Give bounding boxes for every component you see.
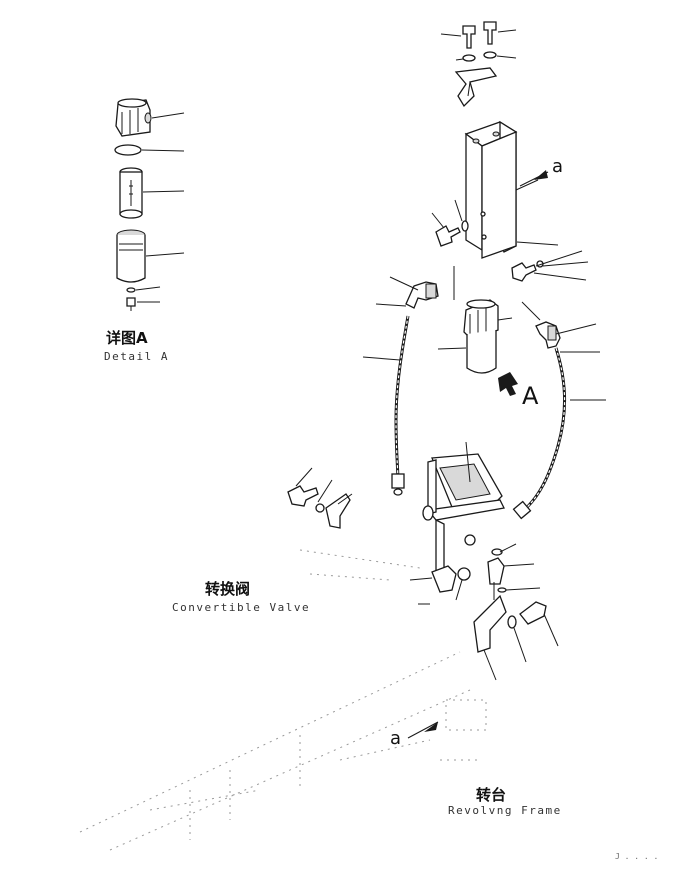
revolving-frame-outline bbox=[79, 549, 487, 851]
arrow-a-top bbox=[519, 170, 549, 187]
frame-subtitle: Revolvng Frame bbox=[448, 804, 562, 817]
detail-a-title: 详图A bbox=[106, 329, 148, 347]
view-a-label: A bbox=[522, 382, 539, 410]
bracket-bolts-right bbox=[511, 241, 589, 282]
valve-fittings bbox=[409, 534, 476, 601]
left-bolt-assembly bbox=[287, 467, 353, 529]
filter-head bbox=[115, 98, 152, 137]
filter-case bbox=[116, 229, 146, 283]
view-a-arrow bbox=[498, 372, 518, 396]
lower-bracket bbox=[473, 594, 507, 681]
leader-line bbox=[145, 252, 185, 257]
detail-a-subtitle: Detail A bbox=[104, 350, 169, 363]
hose-right bbox=[512, 347, 606, 520]
reference-marks bbox=[418, 266, 495, 605]
leader-line bbox=[135, 286, 161, 291]
elbow-fitting-right bbox=[521, 301, 597, 349]
hose-left bbox=[362, 315, 410, 496]
detail-a-filter-assembly bbox=[114, 98, 185, 311]
o-ring bbox=[114, 144, 142, 156]
top-bolts bbox=[440, 21, 517, 62]
mounting-bracket bbox=[464, 120, 539, 259]
leader-line bbox=[141, 149, 185, 152]
leader-line bbox=[142, 190, 185, 193]
arrow-a-top-label: a bbox=[552, 156, 564, 177]
arrow-a-bottom-label: a bbox=[390, 728, 402, 749]
frame-title: 转台 bbox=[476, 786, 507, 804]
drain-plug bbox=[126, 287, 136, 311]
filter-housing bbox=[437, 299, 513, 374]
tube-bracket bbox=[431, 441, 503, 513]
filter-element bbox=[119, 167, 143, 219]
leader-line bbox=[151, 112, 185, 119]
valve-title: 转换阀 bbox=[205, 580, 251, 598]
valve-subtitle: Convertible Valve bbox=[172, 601, 311, 614]
upper-bracket bbox=[454, 67, 498, 108]
lower-bolt bbox=[507, 601, 559, 663]
page-mark: J . . . . bbox=[615, 852, 659, 861]
arrow-a-bottom bbox=[407, 721, 439, 739]
bracket-bolt-left bbox=[431, 199, 469, 247]
elbow-fitting-left bbox=[375, 276, 439, 309]
steel-tube bbox=[422, 459, 505, 580]
valve-connector bbox=[487, 543, 541, 593]
